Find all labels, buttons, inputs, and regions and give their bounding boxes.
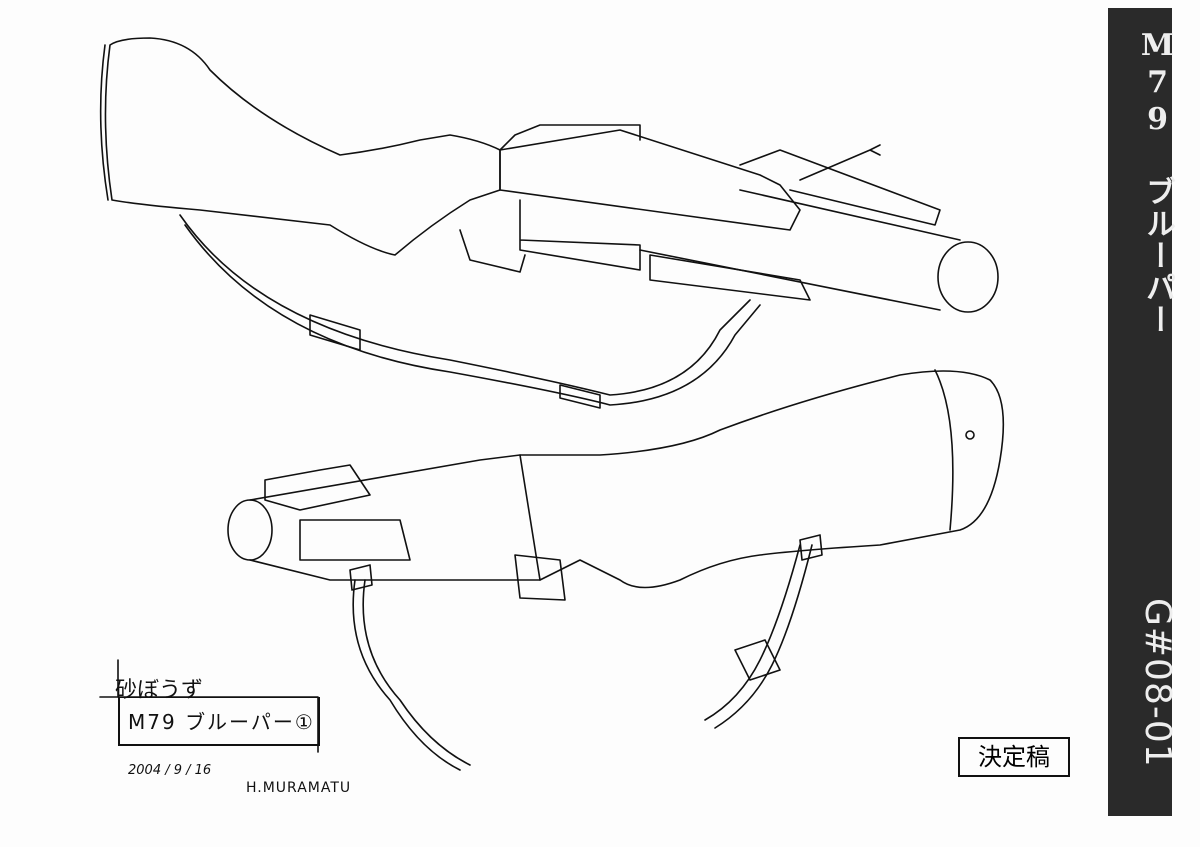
- top-barrel: [639, 189, 961, 311]
- bottom-barrel: [249, 454, 541, 581]
- launcher-drawing-bottom: [227, 369, 1005, 771]
- label-box: [118, 697, 320, 746]
- top-stock: [104, 37, 501, 256]
- production-title: 砂ぼうず: [115, 678, 204, 703]
- sidebar-title: M79 ブルーパー: [1140, 28, 1175, 336]
- top-sling: [179, 214, 761, 406]
- item-label: M79 ブルーパー①: [128, 710, 315, 734]
- launcher-drawing-top: [99, 37, 999, 409]
- sheet-code: G#08-01: [1137, 598, 1178, 768]
- top-muzzle: [937, 241, 999, 313]
- bottom-sling: [352, 544, 813, 771]
- sidebar-title-band: M79 ブルーパー G#08-01: [1108, 8, 1178, 816]
- bottom-muzzle: [227, 499, 273, 561]
- artist-signature: H.MURAMATU: [246, 780, 352, 796]
- final-draft-stamp: 決定稿: [958, 737, 1070, 777]
- bottom-stock: [519, 370, 1005, 589]
- top-receiver: [499, 129, 801, 231]
- date-text: 2004 / 9 / 16: [128, 763, 212, 778]
